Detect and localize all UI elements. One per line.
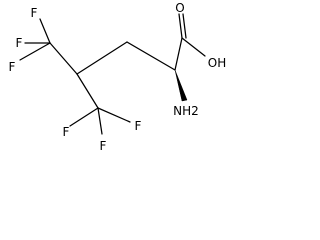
bond-c-f-bot-c	[97, 107, 131, 123]
bond-carboxyl-oh	[181, 37, 206, 57]
bond-ch-ch2	[76, 41, 128, 75]
atom-oh: OH	[208, 56, 226, 70]
bond-c-f-bot-b	[97, 107, 103, 135]
atom-f-bot-b: F	[100, 139, 107, 153]
bond-c-f-bot-a	[69, 107, 99, 127]
atom-f-bot-a: F	[63, 125, 70, 139]
bond-carboxyl-double-b	[182, 13, 187, 39]
atom-f-top-b: F	[16, 36, 23, 50]
bond-calpha-ccarboxyl	[174, 37, 183, 71]
atom-f-top-c: F	[9, 60, 16, 74]
atom-f-bot-c: F	[135, 119, 142, 133]
stereo-wedge-bond	[174, 69, 188, 102]
bond-layer	[19, 13, 206, 135]
bond-c-f-top-c	[19, 42, 51, 61]
bond-cf3top-ch	[49, 42, 78, 75]
bond-ch-cf3bot	[76, 73, 99, 109]
atom-o-carbonyl: O	[175, 1, 184, 15]
bond-c-f-top-a	[39, 18, 51, 44]
bond-carboxyl-double-a	[178, 13, 183, 39]
bond-ch2-calpha	[126, 41, 176, 71]
molecule-structure: F F F F F F O OH NH2	[9, 1, 227, 153]
atom-label-layer: F F F F F F O OH NH2	[9, 1, 227, 153]
atom-nh2: NH2	[173, 104, 199, 118]
atom-f-top-a: F	[31, 6, 38, 20]
